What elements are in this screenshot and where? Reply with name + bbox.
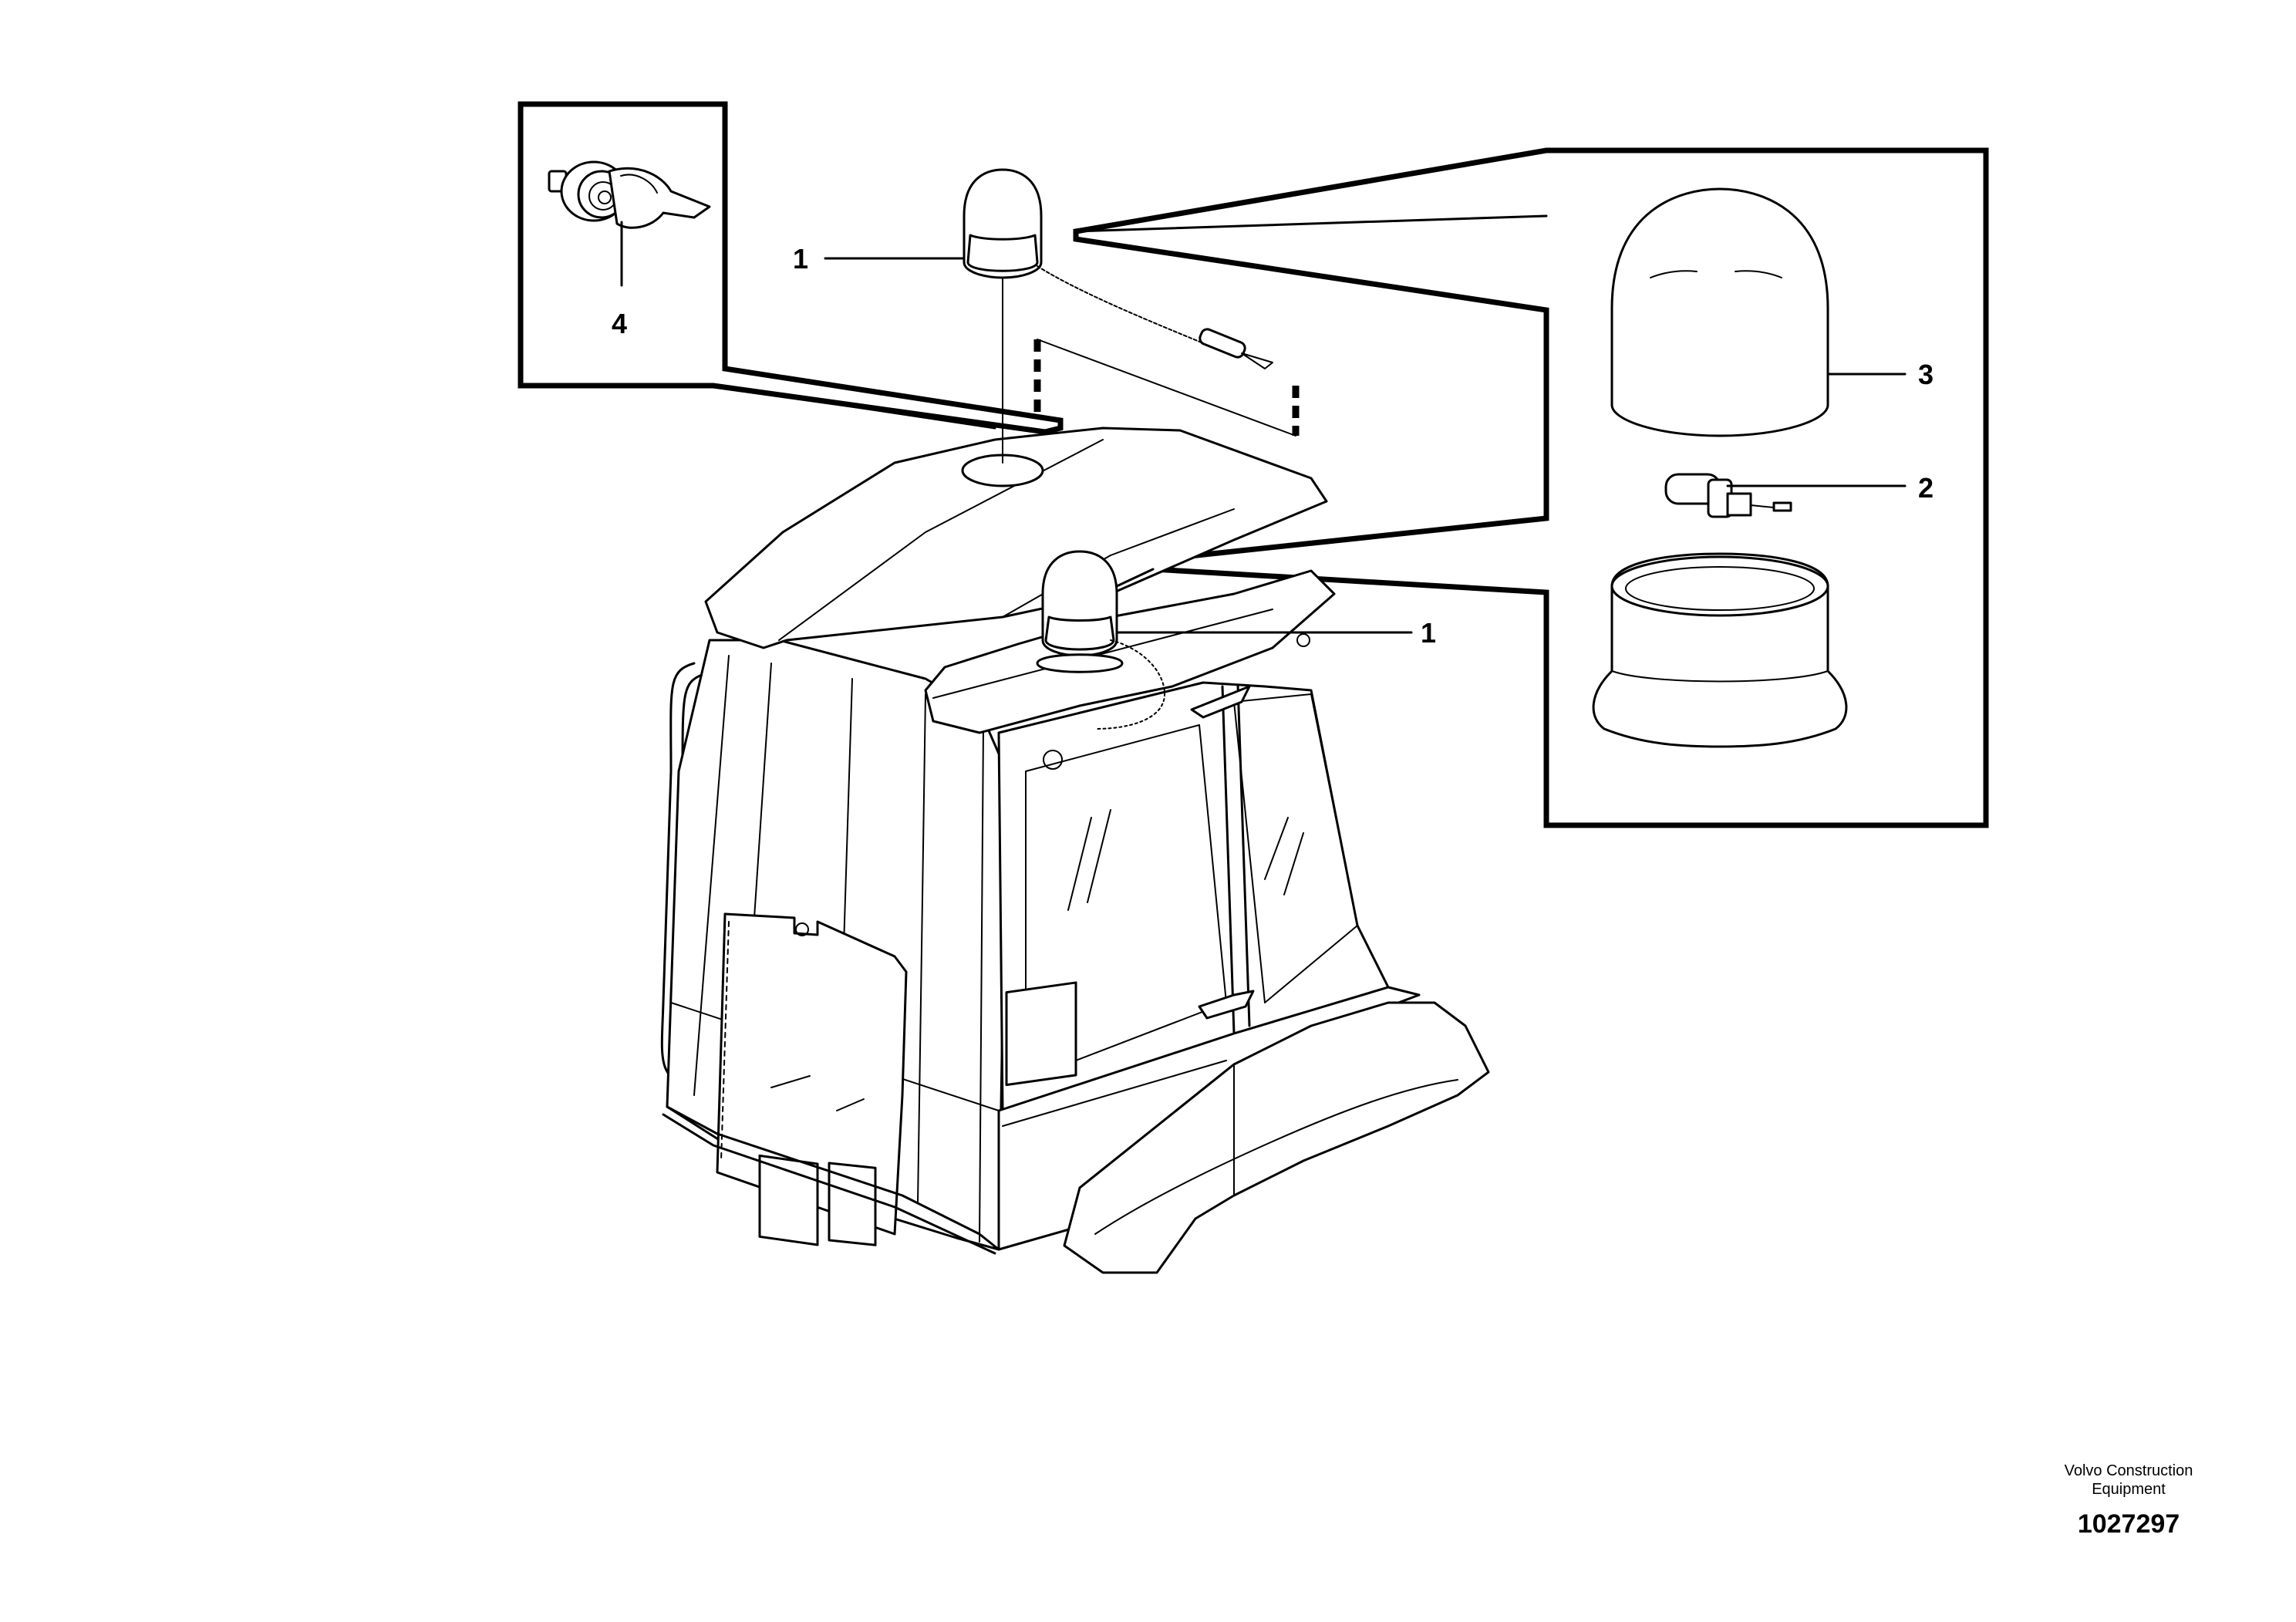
cab-drawing xyxy=(660,427,1490,1274)
beacon-front-installed xyxy=(1036,550,1165,730)
beacon-top-exploded xyxy=(963,168,1300,464)
beacon-detail-inset xyxy=(1073,147,1989,828)
beacon-base-icon xyxy=(1592,552,1848,748)
beacon-dome-icon xyxy=(1610,187,1829,437)
power-socket-icon xyxy=(548,160,711,229)
company-name-line1: Volvo Construction xyxy=(2064,1462,2193,1479)
figure-credit: Volvo Construction Equipment 1027297 xyxy=(2005,1462,2252,1539)
callout-3: 3 xyxy=(1918,359,1934,390)
callout-1-front: 1 xyxy=(1421,617,1436,649)
figure-number: 1027297 xyxy=(2077,1509,2180,1539)
beacon-bulb-icon xyxy=(1664,473,1792,518)
callout-4: 4 xyxy=(612,308,627,339)
callout-2: 2 xyxy=(1918,472,1934,504)
company-name-line2: Equipment xyxy=(2092,1481,2166,1498)
callout-1-top: 1 xyxy=(793,243,808,275)
socket-detail-inset xyxy=(518,101,1064,435)
